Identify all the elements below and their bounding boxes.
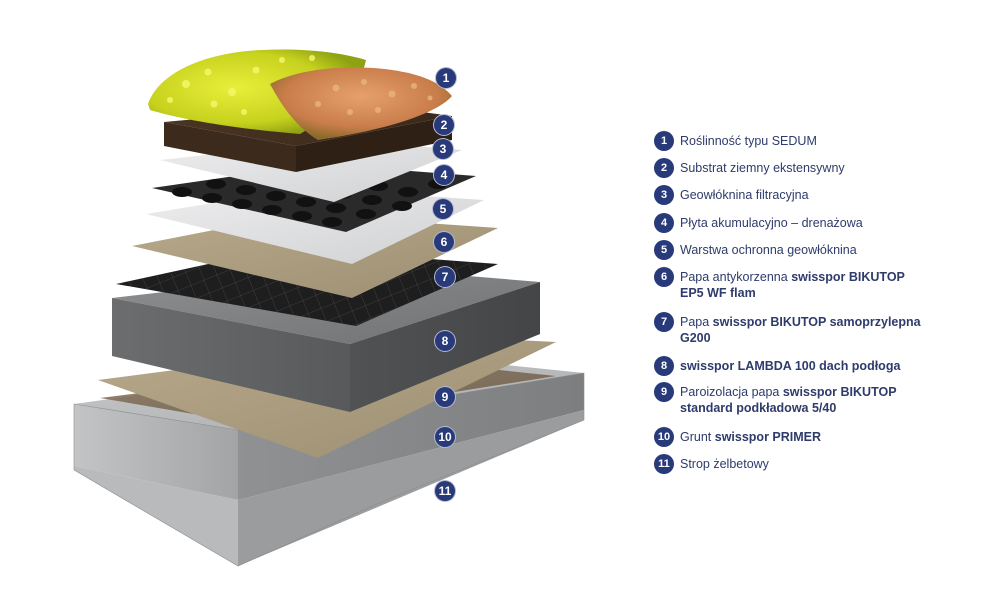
legend-number: 10: [654, 427, 674, 447]
legend-number: 6: [654, 267, 674, 287]
badge-layer-3: 3: [432, 138, 454, 160]
legend-text: Paroizolacja papa swisspor BIKUTOP stand…: [680, 385, 897, 415]
badge-layer-7: 7: [434, 266, 456, 288]
legend-item: 9 Paroizolacja papa swisspor BIKUTOP sta…: [654, 382, 930, 416]
legend-item: 5 Warstwa ochronna geowłóknina: [654, 240, 930, 260]
legend-number: 1: [654, 131, 674, 151]
legend-item: 7 Papa swisspor BIKUTOP samoprzylepna G2…: [654, 312, 930, 346]
legend-item: 1 Roślinność typu SEDUM: [654, 131, 930, 151]
legend-text: Grunt swisspor PRIMER: [680, 430, 822, 444]
legend-text: Roślinność typu SEDUM: [680, 134, 817, 148]
legend-text: Papa swisspor BIKUTOP samoprzylepna G200: [680, 315, 921, 345]
legend-item: 8 swisspor LAMBDA 100 dach podłoga: [654, 356, 930, 376]
legend-text: Płyta akumulacyjno – drenażowa: [680, 216, 863, 230]
legend-item: 10 Grunt swisspor PRIMER: [654, 427, 930, 447]
legend-text: Strop żelbetowy: [680, 457, 769, 471]
legend-text: Substrat ziemny ekstensywny: [680, 161, 845, 175]
legend-number: 11: [654, 454, 674, 474]
legend-item: 6 Papa antykorzenna swisspor BIKUTOP EP5…: [654, 267, 930, 301]
legend-item: 3 Geowłóknina filtracyjna: [654, 185, 930, 205]
legend-text: Papa antykorzenna swisspor BIKUTOP EP5 W…: [680, 270, 905, 300]
layer-sedum-vegetation: [148, 49, 452, 140]
legend-number: 3: [654, 185, 674, 205]
legend-text: Geowłóknina filtracyjna: [680, 188, 809, 202]
badge-layer-8: 8: [434, 330, 456, 352]
legend-number: 5: [654, 240, 674, 260]
legend-item: 2 Substrat ziemny ekstensywny: [654, 158, 930, 178]
legend-item: 4 Płyta akumulacyjno – drenażowa: [654, 213, 930, 233]
badge-layer-11: 11: [434, 480, 456, 502]
badge-layer-5: 5: [432, 198, 454, 220]
legend-text: swisspor LAMBDA 100 dach podłoga: [680, 359, 901, 373]
legend-number: 2: [654, 158, 674, 178]
badge-layer-2: 2: [433, 114, 455, 136]
legend-number: 4: [654, 213, 674, 233]
badge-layer-1: 1: [435, 67, 457, 89]
badge-layer-4: 4: [433, 164, 455, 186]
legend-number: 7: [654, 312, 674, 332]
legend-number: 8: [654, 356, 674, 376]
legend-number: 9: [654, 382, 674, 402]
badge-layer-10: 10: [434, 426, 456, 448]
badge-layer-9: 9: [434, 386, 456, 408]
legend-text: Warstwa ochronna geowłóknina: [680, 243, 857, 257]
legend-item: 11 Strop żelbetowy: [654, 454, 930, 474]
badge-layer-6: 6: [433, 231, 455, 253]
